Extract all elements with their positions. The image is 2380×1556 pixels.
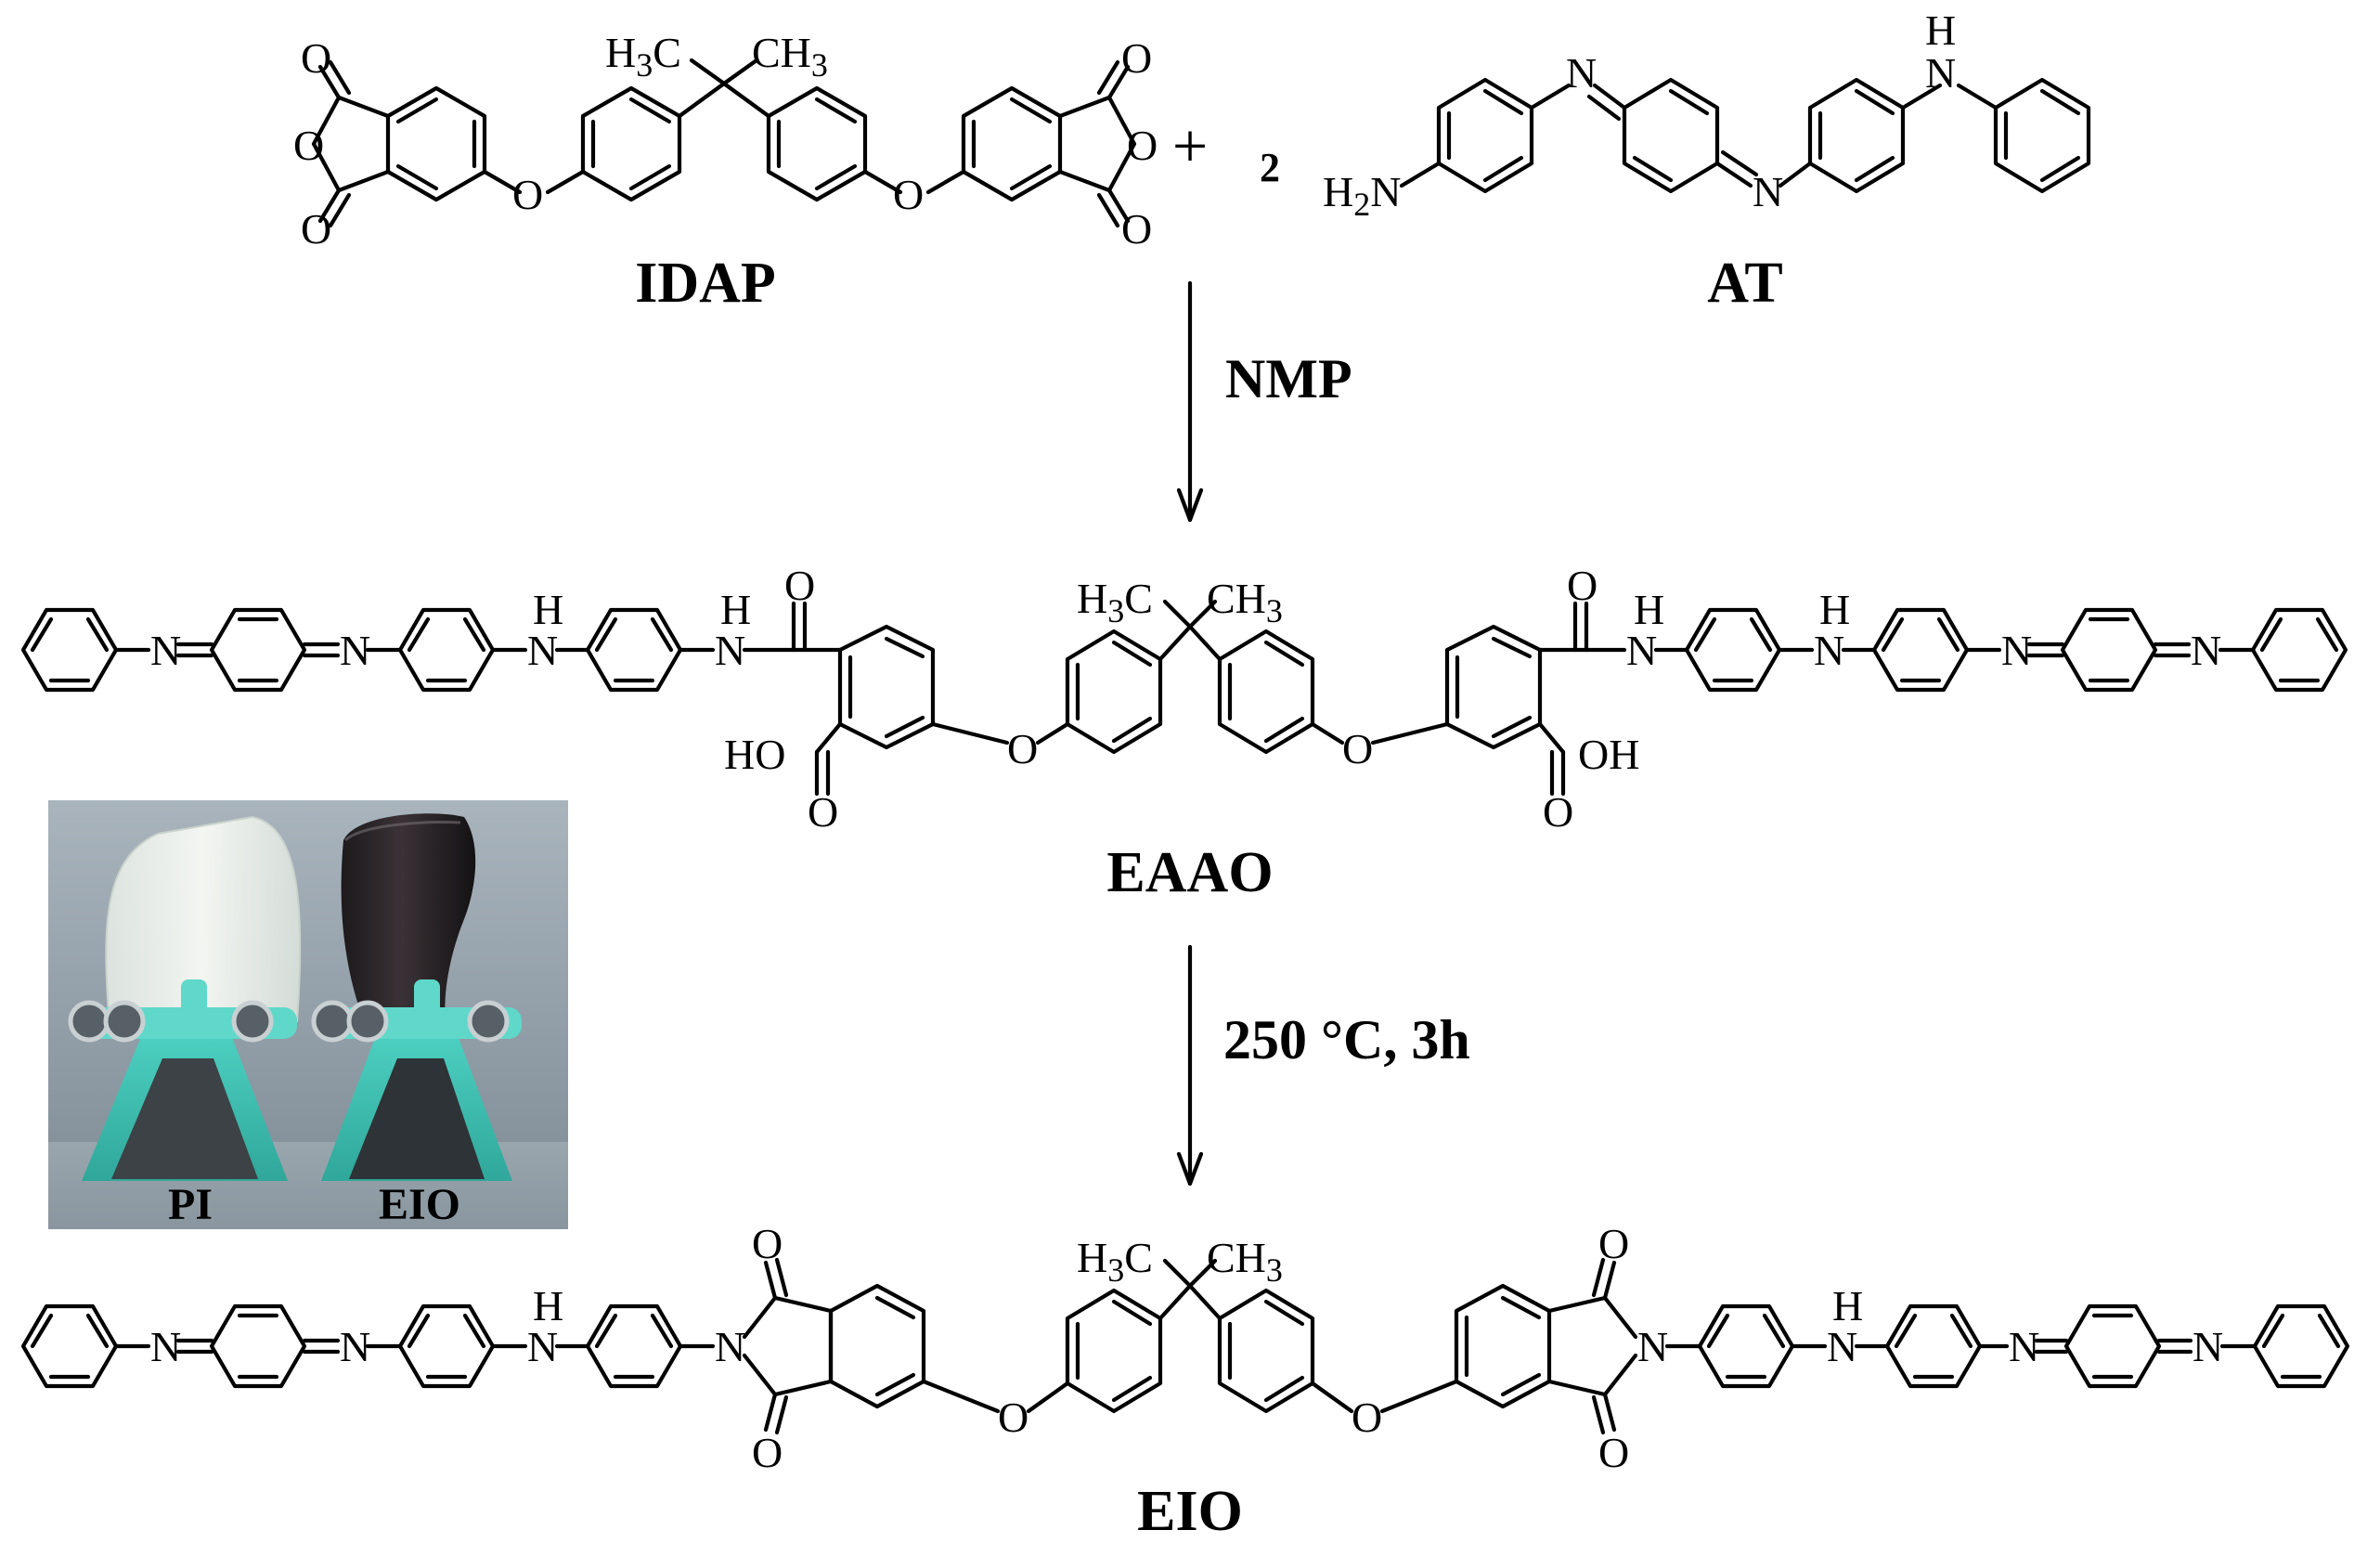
atom-n-label: N [340,627,370,674]
ch3-label: CH3 [1207,575,1283,629]
atom-n-label: N [1753,168,1783,215]
atom-o-label: O [752,1220,783,1267]
atom-n-label: N [527,627,558,674]
atom-o-label: O [1121,205,1152,253]
atom-o-label: O [808,788,838,836]
atom-h-label: H [1634,586,1664,633]
binder-clip-icon [68,979,297,1181]
atom-h-label: H [533,586,563,633]
eio-structure: N N H N N O O O [20,1220,2350,1476]
arrow-head-icon [1176,487,1204,523]
atom-n-label: N [1827,1323,1857,1370]
at-coefficient: 2 [1260,145,1280,190]
idap-structure: O O O O H3C CH3 O [293,29,1158,253]
atom-n-label: N [2009,1323,2039,1370]
atom-o-label: O [1598,1220,1629,1267]
atom-o-label: O [752,1429,783,1476]
plus-sign: + [1172,110,1208,181]
atom-n-label: N [150,627,181,674]
atom-o-label: O [1121,34,1152,82]
atom-h-label: H [720,586,751,633]
idap-label: IDAP [635,252,776,315]
atom-o-label: O [1007,725,1038,772]
atom-h-label: H [533,1282,563,1329]
atom-o-label: O [301,34,331,82]
atom-h-label: H [1832,1282,1863,1329]
atom-n-label: N [1925,49,1956,97]
film-photo: PI EIO [48,800,568,1229]
atom-n-label: N [340,1323,370,1370]
photo-label-eio: EIO [379,1180,460,1229]
atom-n-label: N [1637,1323,1668,1370]
atom-o-label: O [1543,788,1573,836]
atom-h-label: H [1819,586,1850,633]
atom-n-label: N [1566,49,1597,97]
atom-o-label: O [784,562,815,609]
ch3-label: CH3 [752,29,828,84]
atom-o-label: O [998,1394,1028,1441]
atom-n-label: N [1814,627,1844,674]
atom-o-label: O [301,205,331,253]
atom-o-label: O [1352,1394,1382,1441]
atom-n-label: N [715,627,745,674]
atom-n-label: N [2191,627,2221,674]
atom-o-label: O [893,171,924,218]
atom-o-label: O [1567,562,1597,609]
binder-clip-icon [311,979,522,1181]
atom-n-label: N [1626,627,1657,674]
ch3-label: CH3 [1207,1234,1283,1289]
at-label: AT [1707,252,1783,315]
atom-n-label: N [150,1323,181,1370]
eaao-label: EAAO [1106,841,1273,904]
step1-condition: NMP [1225,348,1352,409]
eio-label: EIO [1137,1480,1243,1543]
ho-label: HO [724,731,785,778]
atom-n-label: N [2192,1323,2223,1370]
eaao-structure: N N H N H N O HO [20,562,2348,836]
h3c-label: H3C [1077,575,1153,629]
atom-o-label: O [1598,1429,1629,1476]
atom-n-label: N [715,1323,745,1370]
atom-o-label: O [293,122,324,169]
h3c-label: H3C [605,29,681,84]
atom-o-label: O [1342,725,1373,772]
atom-n-label: N [527,1323,558,1370]
photo-label-pi: PI [168,1180,213,1229]
atom-h-label: H [1925,6,1956,54]
h3c-label: H3C [1077,1234,1153,1289]
step2-condition: 250 °C, 3h [1223,1009,1470,1070]
atom-o-label: O [1127,122,1158,169]
h2n-label: H2N [1323,168,1401,223]
oh-label: OH [1578,731,1639,778]
at-structure: H2N N N H N [1323,6,2091,223]
atom-o-label: O [512,171,543,218]
arrow-head-icon [1176,1151,1204,1186]
atom-n-label: N [2001,627,2032,674]
